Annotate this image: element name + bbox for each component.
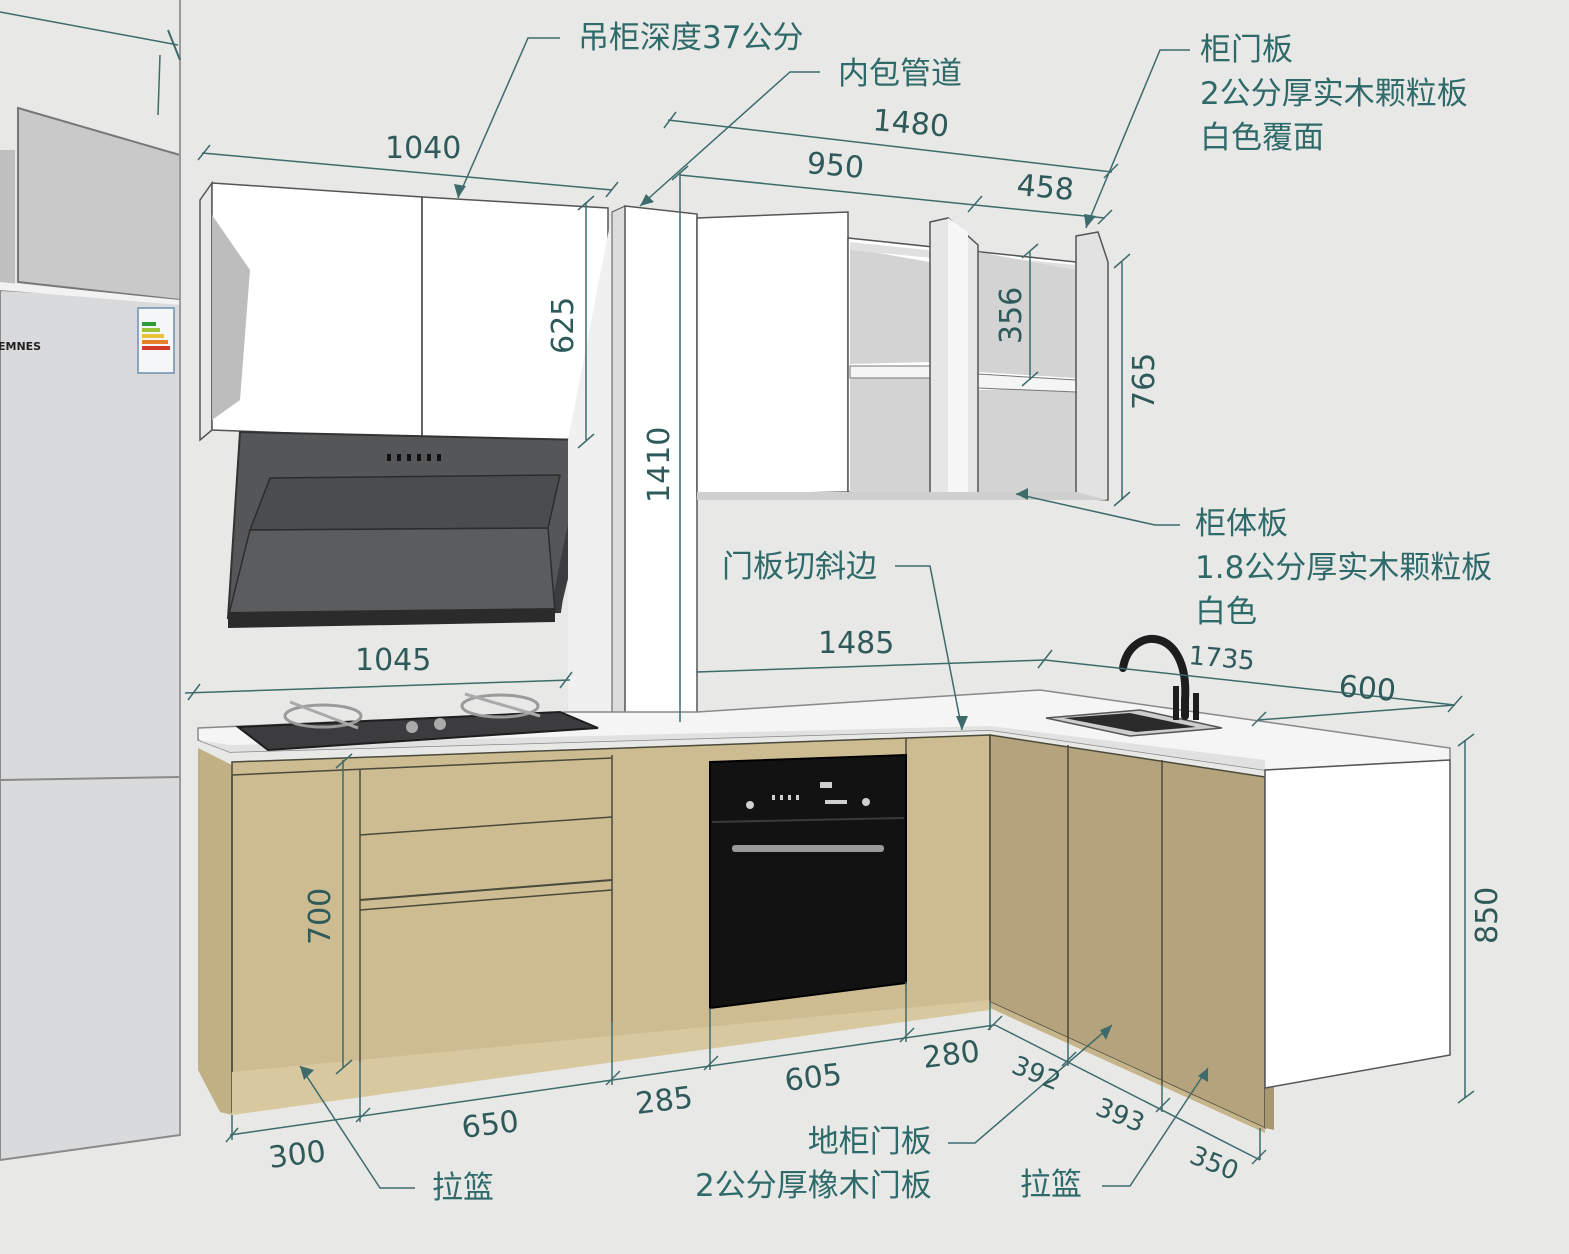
hob-knob-icon (434, 718, 446, 730)
dim-counter-mid: 1485 (818, 626, 894, 661)
dim-pillar-height: 1410 (642, 427, 677, 503)
range-hood (226, 430, 600, 628)
label-base-door-panel: 地柜门板 2公分厚橡木门板 (695, 1120, 932, 1208)
pipe-enclosure-pillar (568, 205, 698, 731)
label-wall-cabinet-depth: 吊柜深度37公分 (578, 20, 804, 56)
fridge-brand: EMNES (0, 340, 41, 353)
dim-total-height: 850 (1470, 887, 1505, 944)
door-panel-line-3: 白色覆面 (1200, 120, 1324, 156)
carcass-panel-line-3: 白色 (1195, 594, 1257, 630)
leader-arrowheads (300, 184, 1208, 1082)
oven-handle (732, 845, 884, 852)
dim-wall-right-height: 765 (1127, 353, 1162, 410)
dim-counter-left: 1045 (355, 643, 431, 678)
burner-left-icon (283, 703, 363, 729)
dim-wall-left-height: 625 (546, 297, 581, 354)
label-inner-pipe: 内包管道 (838, 56, 962, 92)
dim-wall-right-shelf: 356 (994, 287, 1029, 344)
door-panel-line-1: 柜门板 (1200, 32, 1293, 68)
gas-hob (235, 692, 599, 752)
sink (1045, 709, 1223, 737)
top-left-dimension-fragment (0, 11, 181, 116)
wall-cabinet-right (696, 211, 1109, 501)
door-panel-line-2: 2公分厚实木颗粒板 (1200, 76, 1468, 112)
dim-wall-left-width: 1040 (385, 131, 461, 166)
dim-base-350: 350 (1185, 1141, 1242, 1187)
label-pull-basket-right: 拉篮 (1020, 1167, 1082, 1203)
dim-wall-right-a: 950 (805, 146, 865, 186)
burner-right-icon (460, 693, 540, 719)
base-door-panel-line-1: 地柜门板 (807, 1124, 932, 1160)
base-door-panel-line-2: 2公分厚橡木门板 (695, 1168, 932, 1204)
carcass-panel-line-2: 1.8公分厚实木颗粒板 (1195, 550, 1493, 586)
dim-base-285: 285 (634, 1080, 695, 1122)
carcass-panel-line-1: 柜体板 (1195, 506, 1288, 542)
dim-base-280: 280 (921, 1034, 982, 1076)
dim-base-height: 700 (303, 888, 338, 945)
dimension-labels: 1040 625 1410 1480 950 458 765 356 1045 … (267, 103, 1505, 1187)
label-door-panel: 柜门板 2公分厚实木颗粒板 白色覆面 (1200, 28, 1468, 160)
faucet-icon (1119, 634, 1199, 720)
dim-base-605: 605 (783, 1057, 844, 1099)
hob-knob-icon (406, 721, 418, 733)
dim-counter-right-total: 1735 (1187, 641, 1256, 677)
label-carcass-panel: 柜体板 1.8公分厚实木颗粒板 白色 (1195, 502, 1492, 634)
dim-wall-right-b: 458 (1015, 168, 1075, 208)
wall-cabinet-left (199, 180, 609, 442)
leader-lines (299, 37, 1209, 1189)
oven-control-icons (746, 782, 870, 809)
label-pull-basket-left: 拉篮 (432, 1170, 494, 1206)
built-in-oven (709, 753, 907, 1010)
label-bevel-edge: 门板切斜边 (722, 549, 877, 585)
dim-wall-right-total: 1480 (871, 103, 950, 145)
hood-control-buttons (387, 454, 441, 461)
dim-base-650: 650 (460, 1104, 521, 1146)
dim-base-300: 300 (267, 1134, 328, 1176)
dimension-lines (184, 111, 1475, 1165)
refrigerator: EMNES (0, 0, 181, 1162)
dim-counter-depth: 600 (1337, 669, 1397, 709)
